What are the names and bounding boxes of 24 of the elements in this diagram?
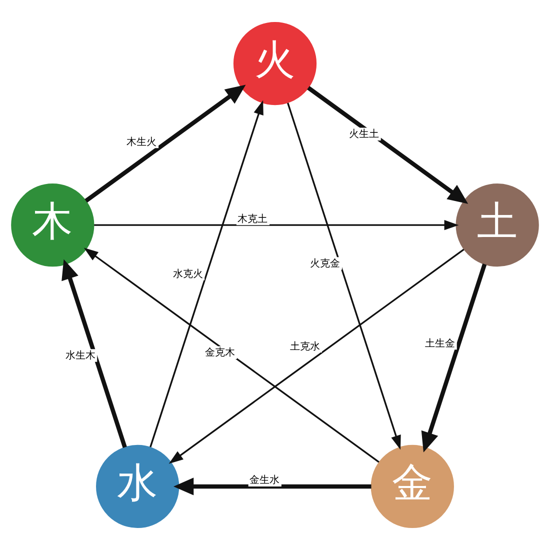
edge-label: 木克土 — [238, 214, 268, 225]
node-circle: 火 — [233, 22, 317, 106]
node-circle: 水 — [96, 444, 180, 528]
edge-label: 金克木 — [205, 348, 236, 359]
arrow — [307, 86, 468, 204]
node-circle: 土 — [456, 184, 539, 267]
edge-label: 土克水 — [290, 341, 320, 352]
arrow — [84, 84, 246, 203]
arrow — [174, 478, 372, 496]
arrow — [84, 248, 380, 463]
edge-label: 火生土 — [349, 129, 380, 140]
arrow — [168, 248, 464, 464]
arrow — [62, 259, 127, 448]
arrow — [94, 220, 459, 230]
edge-label: 土生金 — [425, 338, 456, 350]
edge-label: 水生木 — [65, 350, 96, 362]
edge-label: 木生火 — [126, 136, 157, 148]
edge-label: 金生水 — [250, 475, 280, 486]
arrow — [421, 264, 487, 452]
node-circle: 金 — [370, 444, 454, 528]
arrow — [150, 100, 264, 448]
edge-label: 水克火 — [172, 268, 203, 280]
node-circle: 木 — [11, 184, 94, 267]
edge-label: 火克金 — [310, 258, 340, 270]
